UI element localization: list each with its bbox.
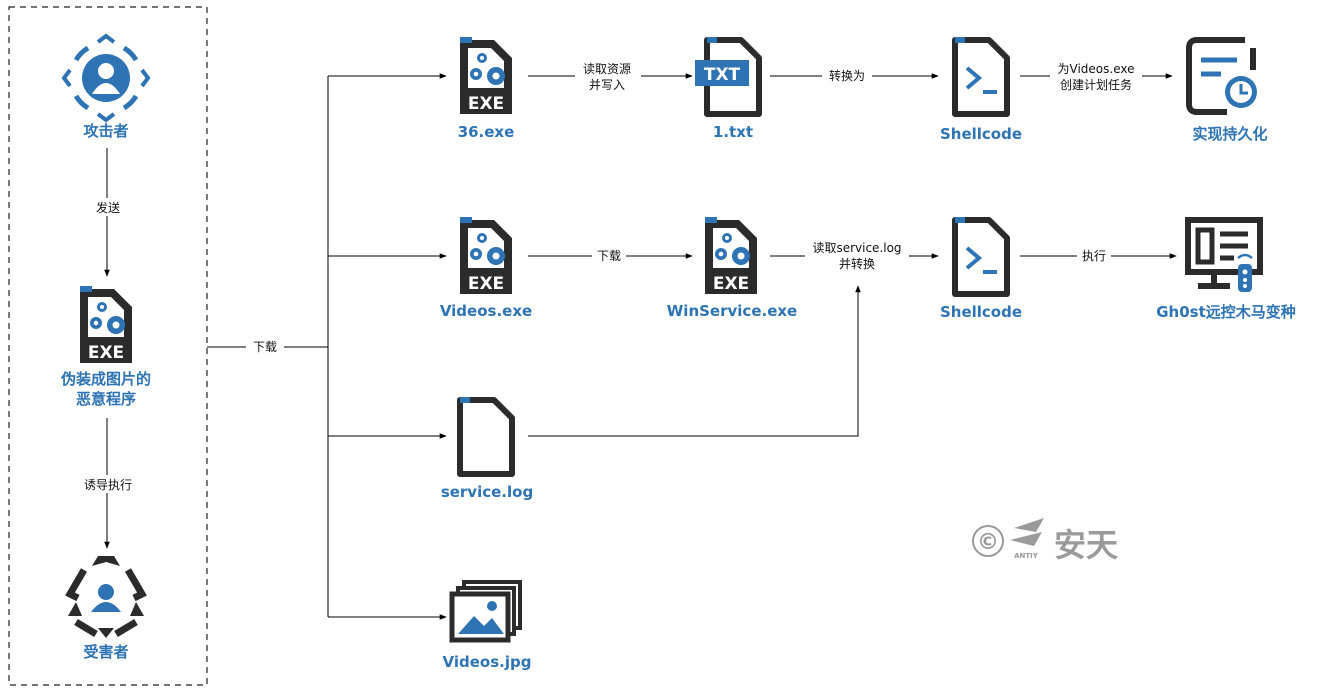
winservice-exe-icon: EXE [705, 217, 757, 294]
videos-jpg-icon [449, 580, 522, 643]
exe36-icon: EXE [460, 37, 512, 114]
label-read-log-1: 读取service.log [812, 241, 901, 255]
shellcode-icon-2 [952, 217, 1010, 297]
txt-badge: TXT [704, 65, 741, 85]
victim-icon [65, 556, 147, 638]
edge-labels: 发送 诱导执行 下载 读取资源 并写入 转换为 为Videos.exe 创建计划… [76, 60, 1142, 493]
label-induce: 诱导执行 [84, 478, 132, 492]
gh0st-monitor-icon [1185, 217, 1263, 292]
malware-exe-icon: EXE [80, 286, 132, 363]
videos-jpg-label: Videos.jpg [443, 653, 532, 671]
persistence-label: 实现持久化 [1192, 125, 1267, 143]
winservice-label: WinService.exe [667, 302, 797, 320]
label-read-resource-2: 并写入 [589, 78, 625, 92]
shellcode1-label: Shellcode [940, 125, 1022, 143]
label-download-main: 下载 [253, 340, 277, 354]
txt-file-icon: TXT [695, 37, 762, 117]
label-download2: 下载 [597, 249, 621, 263]
watermark-small: ANTIY [1014, 552, 1039, 560]
malware-label-1: 伪装成图片的 [60, 370, 151, 388]
attack-panel [8, 6, 208, 686]
attacker-icon [61, 33, 151, 123]
label-schedule-1: 为Videos.exe [1058, 62, 1135, 76]
attacker-label: 攻击者 [83, 122, 128, 140]
label-read-resource-1: 读取资源 [583, 62, 631, 76]
watermark-copyright: © [977, 530, 999, 555]
videos-exe-label: Videos.exe [440, 302, 532, 320]
malware-label-2: 恶意程序 [76, 390, 136, 408]
label-read-log-2: 并转换 [839, 256, 875, 271]
malware-exe-badge: EXE [88, 343, 124, 363]
gh0st-label: Gh0st远控木马变种 [1156, 303, 1296, 321]
exe36-label: 36.exe [458, 123, 515, 141]
shellcode-icon-1 [952, 37, 1010, 117]
service-log-icon [457, 397, 515, 477]
persistence-icon [1186, 37, 1257, 115]
txt1-label: 1.txt [713, 123, 753, 141]
label-execute: 执行 [1082, 249, 1106, 263]
label-convert: 转换为 [829, 68, 865, 83]
label-schedule-2: 创建计划任务 [1060, 77, 1132, 92]
service-log-label: service.log [441, 483, 533, 501]
exe36-badge: EXE [468, 94, 504, 114]
videos-exe-icon: EXE [460, 217, 512, 294]
videos-exe-badge: EXE [468, 274, 504, 294]
edge-log-join [528, 285, 861, 437]
watermark-text: 安天 [1054, 526, 1118, 564]
shellcode2-label: Shellcode [940, 303, 1022, 321]
label-send: 发送 [96, 200, 120, 215]
winservice-exe-badge: EXE [713, 274, 749, 294]
victim-label: 受害者 [83, 643, 128, 661]
antiy-watermark: © ANTIY 安天 [972, 518, 1118, 564]
